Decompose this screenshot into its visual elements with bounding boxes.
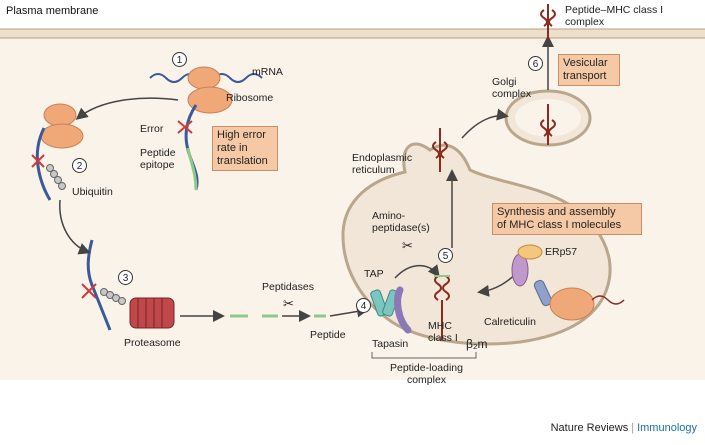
- ubiquitin-label: Ubiquitin: [72, 186, 113, 198]
- arrow-1-to-2: [75, 97, 179, 120]
- plasma-membrane-label: Plasma membrane: [6, 5, 99, 17]
- erp57-shape: [517, 244, 543, 260]
- arrow-2-to-3: [59, 199, 91, 255]
- journal-name: Nature Reviews: [550, 422, 629, 434]
- erp57-label: ERp57: [545, 246, 578, 258]
- tapasin-shape: [394, 286, 412, 334]
- peptidases-label: Peptidases: [262, 281, 314, 293]
- mhc-surface: [540, 4, 556, 40]
- ribosome-large: [187, 66, 221, 90]
- step-3-badge: 3: [118, 270, 133, 285]
- peptide-loading-complex-label: Peptide-loading complex: [390, 362, 463, 386]
- vesicular-transport-box: Vesicular transport: [558, 54, 620, 86]
- arrow-aminopeptidase: [394, 264, 440, 279]
- journal-credit: Nature Reviews|Immunology: [550, 422, 697, 434]
- er-label: Endoplasmic reticulum: [352, 152, 413, 176]
- mhc-label: MHC class I: [428, 320, 458, 344]
- journal-section: Immunology: [637, 422, 697, 434]
- mrna-label: mRNA: [252, 66, 283, 78]
- mhc-class-i-er: [434, 275, 450, 340]
- loading-complex-bracket: [371, 352, 477, 359]
- error-mark: [177, 120, 193, 134]
- ribosome-label: Ribosome: [226, 92, 274, 104]
- error-label: Error: [140, 123, 164, 135]
- step-4-badge: 4: [356, 298, 371, 313]
- golgi-label: Golgi complex: [492, 76, 532, 100]
- mhc-er-exit: [432, 128, 448, 172]
- ribosome-small: [187, 86, 233, 114]
- arrow-to-golgi: [461, 108, 509, 139]
- tap-label: TAP: [364, 268, 384, 280]
- mhc-in-golgi: [540, 104, 556, 145]
- step-6-badge: 6: [528, 56, 543, 71]
- proteasome-label: Proteasome: [124, 337, 181, 349]
- ubiquitin-chain: [46, 164, 66, 190]
- scissors-icon-aminopeptidases: ✂: [402, 239, 413, 254]
- peptide-epitope-label: Peptide epitope: [140, 147, 176, 171]
- step-5-badge: 5: [438, 248, 453, 263]
- calreticulin-label: Calreticulin: [484, 316, 536, 328]
- scissors-icon-peptidases: ✂: [283, 297, 294, 312]
- peptide-mhc-complex-label: Peptide–MHC class I complex: [565, 4, 664, 28]
- er-ribosome: [549, 287, 595, 321]
- synthesis-box: Synthesis and assembly of MHC class I mo…: [492, 203, 642, 235]
- step-2-badge: 2: [72, 158, 87, 173]
- peptide-label: Peptide: [310, 329, 346, 341]
- plasma-membrane: [0, 29, 705, 38]
- error-rate-box: High error rate in translation: [212, 126, 278, 171]
- aminopeptidases-label: Amino- peptidase(s): [372, 210, 430, 234]
- tapasin-label: Tapasin: [372, 338, 409, 350]
- proteasome-shape: [129, 297, 175, 329]
- step-1-badge: 1: [172, 52, 187, 67]
- b2m-label: β₂m: [466, 337, 488, 351]
